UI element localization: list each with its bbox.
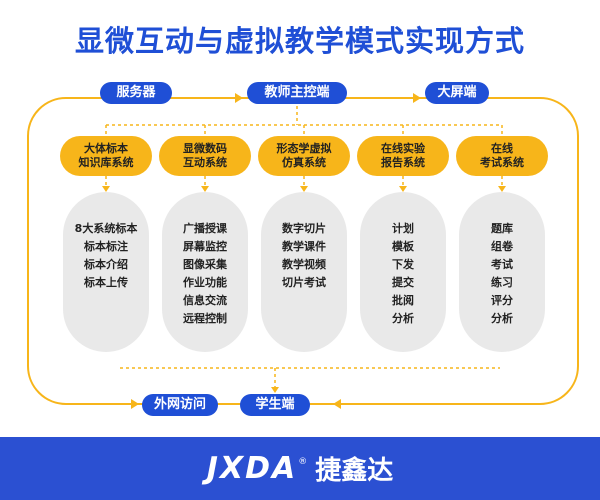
feature-item: 切片考试: [282, 276, 326, 289]
feature-list-exam: 题库 组卷 考试 练习 评分 分析: [459, 192, 545, 352]
feature-item: 考试: [491, 258, 513, 271]
system-title-line: 考试系统: [480, 156, 524, 169]
feature-item: 组卷: [491, 240, 513, 253]
system-header-specimen: 大体标本 知识库系统: [60, 136, 152, 176]
feature-item: 信息交流: [183, 294, 227, 307]
system-title-line: 仿真系统: [282, 156, 326, 169]
node-external-access: 外网访问: [142, 394, 218, 416]
feature-item: 分析: [491, 312, 513, 325]
system-title-line: 知识库系统: [78, 156, 134, 169]
system-title-line: 在线实验: [381, 142, 425, 155]
feature-item: 批阅: [392, 294, 414, 307]
feature-item: 模板: [392, 240, 414, 253]
feature-list-virtual: 数字切片 教学课件 教学视频 切片考试: [261, 192, 347, 352]
feature-item: 分析: [392, 312, 414, 325]
system-header-exam: 在线 考试系统: [456, 136, 548, 176]
feature-item: 图像采集: [183, 258, 227, 271]
feature-item: 计划: [392, 222, 414, 235]
logo-chinese-name: 捷鑫达: [315, 456, 394, 486]
feature-item: 8大系统标本: [74, 222, 138, 235]
feature-item: 标本标注: [84, 240, 128, 253]
system-header-virtual: 形态学虚拟 仿真系统: [258, 136, 350, 176]
feature-item: 评分: [491, 294, 513, 307]
feature-item: 屏幕监控: [183, 240, 227, 253]
node-server: 服务器: [100, 82, 172, 104]
feature-item: 提交: [392, 276, 414, 289]
page-title: 显微互动与虚拟教学模式实现方式: [74, 24, 525, 58]
feature-item: 下发: [392, 258, 414, 271]
system-title-line: 显微数码: [183, 142, 227, 155]
system-header-lab-report: 在线实验 报告系统: [357, 136, 449, 176]
feature-list-specimen: 8大系统标本 标本标注 标本介绍 标本上传: [63, 192, 149, 352]
feature-item: 练习: [491, 276, 513, 289]
feature-list-lab-report: 计划 模板 下发 提交 批阅 分析: [360, 192, 446, 352]
logo-wordmark: JXDA: [206, 451, 298, 486]
system-title-line: 在线: [491, 142, 513, 155]
feature-item: 广播授课: [183, 222, 227, 235]
feature-item: 作业功能: [183, 276, 227, 289]
node-teacher-console: 教师主控端: [247, 82, 347, 104]
feature-item: 教学视频: [282, 258, 326, 271]
feature-item: 标本上传: [84, 276, 128, 289]
system-title-line: 互动系统: [183, 156, 227, 169]
system-title-line: 形态学虚拟: [276, 142, 332, 155]
registered-mark: ®: [298, 456, 308, 467]
brand-logo: JXDA ® 捷鑫达: [0, 437, 600, 500]
feature-item: 数字切片: [282, 222, 326, 235]
system-title-line: 报告系统: [381, 156, 425, 169]
footer-banner: JXDA ® 捷鑫达: [0, 437, 600, 500]
node-big-screen: 大屏端: [425, 82, 489, 104]
feature-list-microscopy: 广播授课 屏幕监控 图像采集 作业功能 信息交流 远程控制: [162, 192, 248, 352]
node-student-client: 学生端: [240, 394, 310, 416]
feature-item: 题库: [491, 222, 513, 235]
system-header-microscopy: 显微数码 互动系统: [159, 136, 251, 176]
feature-item: 教学课件: [282, 240, 326, 253]
system-title-line: 大体标本: [84, 142, 128, 155]
feature-item: 远程控制: [183, 312, 227, 325]
feature-item: 标本介绍: [84, 258, 128, 271]
